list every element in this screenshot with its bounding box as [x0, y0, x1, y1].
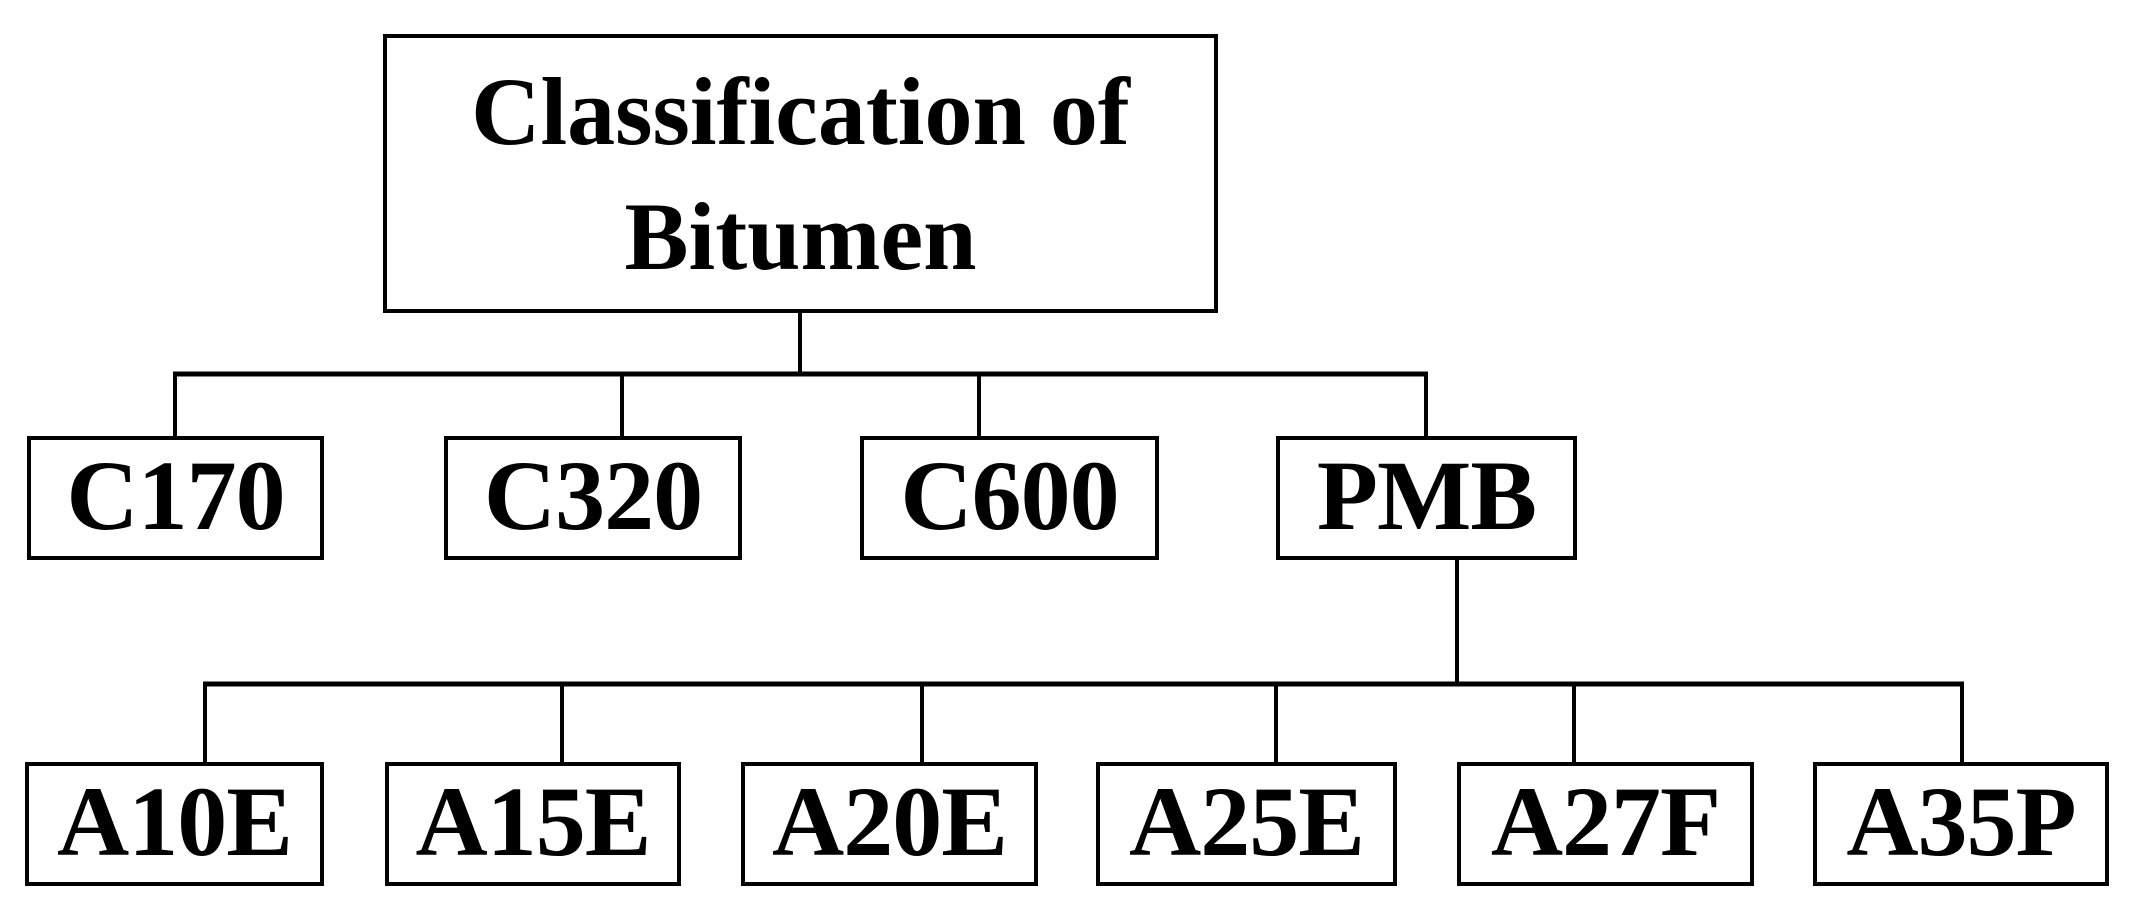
node-a20e: A20E — [741, 762, 1038, 886]
node-label: Classification of Bitumen — [471, 57, 1130, 290]
node-label: A20E — [772, 766, 1008, 877]
node-label: A10E — [57, 766, 293, 877]
node-label: A35P — [1846, 766, 2076, 877]
node-c320: C320 — [444, 436, 742, 560]
node-label: PMB — [1316, 440, 1537, 551]
node-c170: C170 — [27, 436, 324, 560]
node-a25e: A25E — [1096, 762, 1397, 886]
node-label: A15E — [415, 766, 652, 877]
node-label: A25E — [1129, 766, 1365, 877]
node-label: C170 — [66, 440, 285, 551]
node-label: A27F — [1490, 766, 1721, 877]
node-classification-of-bitumen: Classification of Bitumen — [383, 34, 1218, 313]
node-label: C320 — [483, 440, 703, 551]
node-a15e: A15E — [385, 762, 681, 886]
node-a27f: A27F — [1457, 762, 1754, 886]
node-a35p: A35P — [1813, 762, 2109, 886]
node-pmb: PMB — [1276, 436, 1577, 560]
node-label: C600 — [900, 440, 1119, 551]
node-c600: C600 — [860, 436, 1159, 560]
node-a10e: A10E — [25, 762, 324, 886]
